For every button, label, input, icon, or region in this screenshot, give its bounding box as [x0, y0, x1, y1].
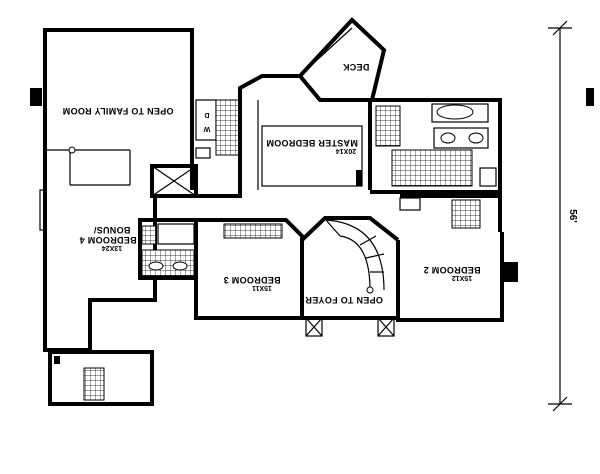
master-bath: [370, 98, 502, 194]
bonus-label-1: BONUS/: [93, 225, 130, 235]
bedroom-2: [396, 194, 518, 322]
deck-label: DECK: [342, 62, 369, 72]
dimension-line: [548, 20, 594, 412]
open-family-label: OPEN TO FAMILY ROOM: [62, 106, 173, 116]
family-room-open-area: [30, 28, 194, 190]
master-bedroom-label: MASTER BEDROOM: [266, 138, 358, 148]
master-bedroom: [238, 74, 372, 190]
dryer-label: D: [204, 111, 209, 118]
bonus-bedroom-4: [39, 150, 157, 352]
open-foyer-label: OPEN TO FOYER: [305, 295, 383, 305]
central-hall: [192, 190, 405, 198]
foyer-stair: [300, 216, 400, 337]
bedroom-2-label: BEDROOM 2: [423, 265, 480, 275]
bedroom-3-size: 15X11: [252, 284, 272, 291]
master-bedroom-size: 20X14: [336, 147, 356, 154]
bedroom-3-label: BEDROOM 3: [223, 275, 280, 285]
depth-dimension-label: 56': [567, 209, 578, 223]
bedroom-2-size: 15X12: [452, 274, 472, 281]
laundry-room: [195, 99, 241, 159]
bonus-size: 13X24: [102, 244, 122, 251]
hall-bath: [138, 218, 198, 280]
deck: [298, 17, 387, 101]
storage-closet: [48, 350, 154, 406]
washer-label: W: [203, 125, 210, 132]
bonus-label-2: BEDROOM 4: [79, 235, 136, 245]
chimney-box: [150, 164, 198, 198]
bedroom-3: [194, 218, 304, 320]
